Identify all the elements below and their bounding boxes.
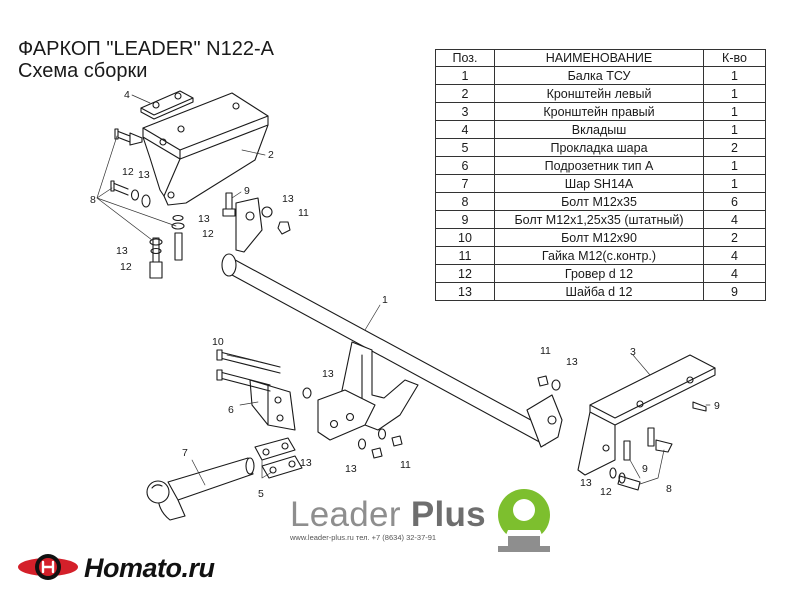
diagram-title: ФАРКОП "LEADER" N122-A Схема сборки bbox=[18, 38, 274, 82]
callout-8-right: 8 bbox=[666, 483, 672, 495]
callout-5: 5 bbox=[258, 488, 264, 500]
callout-12-b: 12 bbox=[202, 228, 214, 240]
bottom-nuts bbox=[357, 428, 403, 459]
callout-13-c: 13 bbox=[198, 213, 210, 225]
callout-11-left: 11 bbox=[298, 207, 309, 219]
callout-12-right: 12 bbox=[600, 486, 612, 498]
callout-9-right-b: 9 bbox=[642, 463, 648, 475]
title-line-1: ФАРКОП "LEADER" N122-A bbox=[18, 38, 274, 60]
callout-7: 7 bbox=[182, 447, 188, 459]
callout-6: 6 bbox=[228, 404, 234, 416]
title-line-2: Схема сборки bbox=[18, 60, 148, 82]
header-name: НАИМЕНОВАНИЕ bbox=[494, 49, 704, 67]
callout-9-left: 9 bbox=[244, 185, 250, 197]
callout-13-b: 13 bbox=[282, 193, 294, 205]
callout-2: 2 bbox=[268, 149, 274, 161]
callout-13-a: 13 bbox=[138, 169, 150, 181]
row-name: Болт М12х35 bbox=[494, 192, 704, 211]
callout-13-right-a: 13 bbox=[580, 477, 592, 489]
leader-lines bbox=[96, 94, 711, 486]
row-name: Шайба d 12 bbox=[494, 282, 704, 301]
callout-8-left: 8 bbox=[90, 194, 96, 206]
callout-9-right-a: 9 bbox=[714, 400, 720, 412]
callout-11-bottom: 11 bbox=[400, 459, 411, 471]
tow-ball bbox=[146, 457, 255, 521]
contacts-line: www.leader-plus.ru тел. +7 (8634) 32-37-… bbox=[290, 533, 437, 542]
row-name: Шар SH14A bbox=[494, 174, 704, 193]
callout-labels: 1 2 3 4 5 6 7 8 8 9 9 9 10 11 11 11 12 1… bbox=[90, 89, 720, 500]
callout-13-right-b: 13 bbox=[300, 457, 312, 469]
brand-bold: Plus bbox=[410, 495, 486, 534]
callout-12-a: 12 bbox=[122, 166, 134, 178]
row-name: Гровер d 12 bbox=[494, 264, 704, 283]
callout-13-mid: 13 bbox=[566, 356, 578, 368]
callout-11-mid: 11 bbox=[540, 345, 551, 357]
row-quantity: 9 bbox=[703, 282, 766, 301]
left-bracket bbox=[142, 92, 269, 206]
homato-watermark: Homato.ru bbox=[84, 553, 215, 583]
leader-plus-brand: Leader Plus bbox=[290, 495, 486, 535]
ball-shims bbox=[254, 437, 303, 479]
brand-light: Leader bbox=[290, 495, 411, 534]
homato-logo-icon bbox=[18, 554, 78, 580]
callout-1: 1 bbox=[382, 294, 388, 306]
right-bracket bbox=[577, 354, 716, 476]
socket-plate bbox=[216, 349, 312, 431]
insert-plate bbox=[140, 90, 194, 120]
callout-3: 3 bbox=[630, 346, 636, 358]
row-name: Кронштейн правый bbox=[494, 102, 704, 121]
right-fasteners bbox=[537, 375, 707, 491]
leader-plus-logo-icon bbox=[498, 489, 550, 552]
callout-4: 4 bbox=[124, 89, 130, 101]
row-position: 13 bbox=[435, 282, 495, 301]
main-beam bbox=[221, 197, 563, 448]
callout-13-d: 13 bbox=[116, 245, 128, 257]
callout-13-bottom: 13 bbox=[345, 463, 357, 475]
callout-10: 10 bbox=[212, 336, 224, 348]
left-fasteners bbox=[110, 128, 291, 279]
row-position: 12 bbox=[435, 264, 495, 283]
callout-13-e: 13 bbox=[322, 368, 334, 380]
callout-12-c: 12 bbox=[120, 261, 132, 273]
